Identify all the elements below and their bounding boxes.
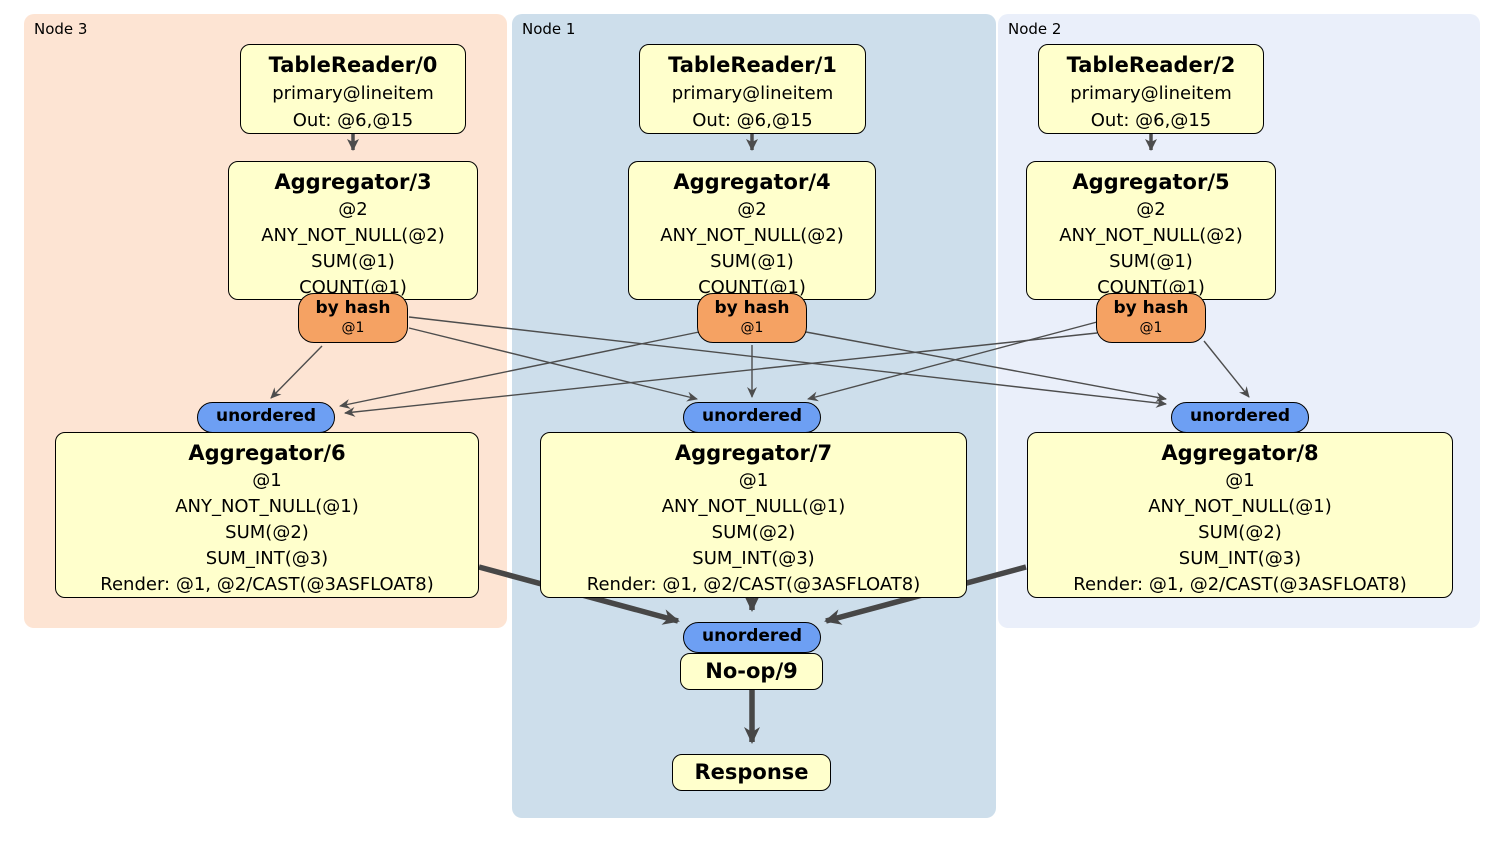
- hash-router-arg: @1: [341, 320, 365, 336]
- stream-unordered-sink: unordered: [683, 622, 821, 653]
- processor-detail: ANY_NOT_NULL(@2): [261, 225, 445, 246]
- processor-title: TableReader/2: [1066, 53, 1236, 77]
- node3-label: Node 3: [34, 20, 88, 38]
- processor-title: TableReader/0: [268, 53, 438, 77]
- processor-detail: @1: [1225, 470, 1255, 491]
- processor-detail: @2: [1136, 199, 1166, 220]
- stream-unordered-1: unordered: [683, 402, 821, 433]
- response-box: Response: [672, 754, 831, 791]
- hash-router-arg: @1: [740, 320, 764, 336]
- processor-detail: COUNT(@1): [1097, 277, 1205, 298]
- processor-detail: SUM_INT(@3): [1178, 548, 1302, 569]
- hash-router-label: by hash: [1113, 298, 1189, 318]
- processor-detail: @2: [338, 199, 368, 220]
- edge: [408, 316, 1167, 408]
- aggregator-8-box: Aggregator/8 @1 ANY_NOT_NULL(@1) SUM(@2)…: [1027, 432, 1453, 598]
- edge: [270, 345, 323, 399]
- edge: [344, 332, 1098, 417]
- aggregator-4-box: Aggregator/4 @2 ANY_NOT_NULL(@2) SUM(@1)…: [628, 161, 876, 300]
- edge: [408, 327, 698, 402]
- processor-detail: ANY_NOT_NULL(@1): [175, 496, 359, 517]
- hash-router-2: by hash @1: [1096, 293, 1206, 343]
- processor-detail: Render: @1, @2/CAST(@3ASFLOAT8): [586, 574, 921, 595]
- processor-detail: ANY_NOT_NULL(@2): [1059, 225, 1243, 246]
- processor-title: Aggregator/3: [274, 170, 432, 194]
- processor-detail: Render: @1, @2/CAST(@3ASFLOAT8): [1073, 574, 1407, 595]
- hash-router-arg: @1: [1139, 320, 1163, 336]
- processor-title: Aggregator/6: [188, 441, 346, 465]
- processor-detail: SUM_INT(@3): [205, 548, 329, 569]
- processor-detail: SUM(@2): [1198, 522, 1282, 543]
- processor-detail: Out: @6,@15: [1090, 110, 1212, 131]
- processor-detail: ANY_NOT_NULL(@1): [661, 496, 846, 517]
- processor-title: Aggregator/7: [674, 441, 833, 465]
- node1-label: Node 1: [522, 20, 576, 38]
- processor-detail: Out: @6,@15: [692, 110, 813, 131]
- edge: [1203, 340, 1250, 398]
- processor-detail: COUNT(@1): [299, 277, 407, 298]
- processor-detail: ANY_NOT_NULL(@1): [1148, 496, 1332, 517]
- processor-detail: @2: [737, 199, 767, 220]
- noop-9-box: No-op/9: [680, 653, 823, 690]
- tablereader-to-aggregator-arrows: [347, 134, 1157, 151]
- hash-router-0: by hash @1: [298, 293, 408, 343]
- processor-detail: SUM(@1): [1109, 251, 1193, 272]
- processor-detail: SUM(@2): [711, 522, 796, 543]
- hash-router-label: by hash: [714, 298, 790, 318]
- processor-detail: Render: @1, @2/CAST(@3ASFLOAT8): [100, 574, 434, 595]
- processor-detail: SUM(@2): [225, 522, 309, 543]
- processor-detail: SUM_INT(@3): [692, 548, 815, 569]
- processor-detail: SUM(@1): [710, 251, 794, 272]
- aggregator-3-box: Aggregator/3 @2 ANY_NOT_NULL(@2) SUM(@1)…: [228, 161, 478, 300]
- processor-detail: ANY_NOT_NULL(@2): [660, 225, 844, 246]
- hash-router-1: by hash @1: [697, 293, 807, 343]
- edge: [805, 331, 1167, 403]
- edge: [807, 321, 1098, 402]
- aggregator-5-box: Aggregator/5 @2 ANY_NOT_NULL(@2) SUM(@1)…: [1026, 161, 1276, 300]
- processor-detail: primary@lineitem: [1070, 83, 1232, 104]
- aggregator-7-box: Aggregator/7 @1 ANY_NOT_NULL(@1) SUM(@2)…: [540, 432, 967, 598]
- processor-detail: primary@lineitem: [272, 83, 434, 104]
- processor-detail: Out: @6,@15: [292, 110, 414, 131]
- aggregator-6-box: Aggregator/6 @1 ANY_NOT_NULL(@1) SUM(@2)…: [55, 432, 479, 598]
- tablereader-1-box: TableReader/1 primary@lineitem Out: @6,@…: [639, 44, 866, 134]
- processor-title: No-op/9: [705, 659, 798, 683]
- processor-detail: SUM(@1): [311, 251, 395, 272]
- processor-detail: @1: [738, 470, 769, 491]
- hash-router-label: by hash: [315, 298, 391, 318]
- processor-title: Aggregator/8: [1161, 441, 1319, 465]
- stream-unordered-0: unordered: [197, 402, 335, 433]
- processor-title: Aggregator/4: [673, 170, 831, 194]
- processor-detail: @1: [252, 470, 282, 491]
- node2-label: Node 2: [1008, 20, 1062, 38]
- edge: [339, 331, 700, 409]
- processor-title: Response: [694, 760, 809, 784]
- tablereader-2-box: TableReader/2 primary@lineitem Out: @6,@…: [1038, 44, 1264, 134]
- hash-to-stream-edges: [270, 316, 1250, 417]
- processor-detail: primary@lineitem: [671, 83, 834, 104]
- processor-detail: COUNT(@1): [698, 277, 806, 298]
- processor-title: Aggregator/5: [1072, 170, 1230, 194]
- tablereader-0-box: TableReader/0 primary@lineitem Out: @6,@…: [240, 44, 466, 134]
- processor-title: TableReader/1: [668, 53, 837, 77]
- stream-unordered-2: unordered: [1171, 402, 1309, 433]
